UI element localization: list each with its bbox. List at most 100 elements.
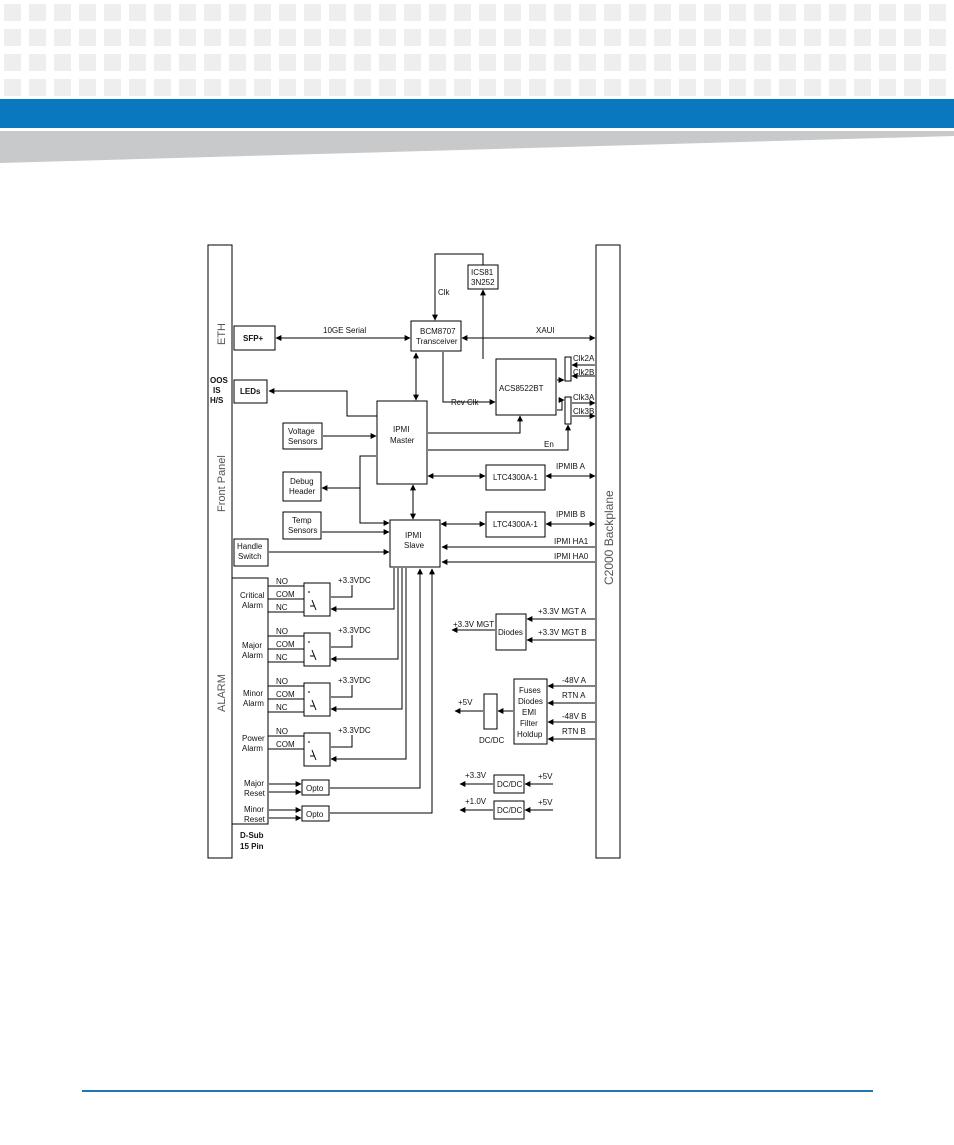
header-tile [479, 54, 496, 71]
header-tile [579, 4, 596, 21]
fuses-block [513, 678, 548, 745]
header-tile [454, 4, 471, 21]
label-minorreset-2: Reset [244, 815, 266, 824]
header-tile [679, 4, 696, 21]
header-tile [854, 29, 871, 46]
header-tile [804, 54, 821, 71]
header-tile [379, 54, 396, 71]
header-tile [779, 4, 796, 21]
label-clk3a: Clk3A [573, 393, 595, 402]
header-tile [179, 79, 196, 96]
label-diodes: Diodes [498, 628, 523, 637]
header-tile [754, 29, 771, 46]
label-dcdc-main: DC/DC [479, 736, 505, 745]
header-tile [354, 54, 371, 71]
header-tile [204, 54, 221, 71]
header-tile [579, 29, 596, 46]
label-5v-in-1: +5V [538, 772, 553, 781]
label-hs: H/S [210, 396, 224, 405]
header-tile [504, 29, 521, 46]
header-tile [404, 79, 421, 96]
header-tile [54, 79, 71, 96]
label-power-2: Alarm [242, 744, 263, 753]
header-tile [429, 54, 446, 71]
label-nc-2: NC [276, 653, 288, 662]
label-debug-1: Debug [290, 477, 314, 486]
header-tile [129, 54, 146, 71]
label-ha0: IPMI HA0 [554, 552, 589, 561]
sfp-block [233, 325, 276, 351]
header-tile [904, 29, 921, 46]
header-tile [304, 29, 321, 46]
header-tile [229, 4, 246, 21]
header-tile [254, 79, 271, 96]
label-fuses-5: Holdup [517, 730, 543, 739]
header-tile [279, 54, 296, 71]
label-minorreset-1: Minor [244, 805, 264, 814]
voltage-sensors-block [282, 422, 323, 450]
header-tile [504, 54, 521, 71]
label-rtnb: RTN B [562, 727, 586, 736]
header-tile [904, 4, 921, 21]
label-v33dc-1: +3.3VDC [338, 576, 371, 585]
label-33v: +3.3V [465, 771, 487, 780]
header-tile [879, 54, 896, 71]
header-tile [404, 29, 421, 46]
label-rcvclk: Rcv Clk [451, 398, 480, 407]
header-tile [529, 29, 546, 46]
header-tile [4, 54, 21, 71]
label-acs: ACS8522BT [499, 384, 544, 393]
header-tile [179, 4, 196, 21]
label-ipmib-a: IPMIB A [556, 462, 586, 471]
label-no-2: NO [276, 627, 288, 636]
header-tile [804, 79, 821, 96]
front-panel-bar [207, 244, 233, 859]
header-tile [154, 4, 171, 21]
label-temp-1: Temp [292, 516, 312, 525]
header-tile [429, 29, 446, 46]
header-tile [704, 54, 721, 71]
header-tile [779, 79, 796, 96]
label-v33dc-4: +3.3VDC [338, 726, 371, 735]
header-tile [929, 29, 946, 46]
label-critical-1: Critical [240, 591, 265, 600]
header-tile [129, 4, 146, 21]
label-majorreset-2: Reset [244, 789, 266, 798]
label-10v: +1.0V [465, 797, 487, 806]
header-tile [279, 4, 296, 21]
relay-major [303, 632, 331, 667]
debug-header-block [282, 471, 322, 502]
header-tile [104, 4, 121, 21]
label-com-1: COM [276, 590, 295, 599]
header-tile [579, 54, 596, 71]
header-tile [454, 29, 471, 46]
header-tile [4, 79, 21, 96]
dcdc-10-block [493, 800, 525, 820]
label-5v: +5V [458, 698, 473, 707]
label-com-3: COM [276, 690, 295, 699]
header-tile [729, 4, 746, 21]
header-tile [254, 54, 271, 71]
diodes-block [495, 613, 527, 651]
label-v33dc-2: +3.3VDC [338, 626, 371, 635]
label-nc-1: NC [276, 603, 288, 612]
acs-block [495, 358, 557, 416]
header-tile [879, 29, 896, 46]
header-tile [779, 54, 796, 71]
header-tile-pattern [4, 4, 946, 96]
label-com-2: COM [276, 640, 295, 649]
opto-minor-block [301, 805, 330, 822]
label-no-4: NO [276, 727, 288, 736]
header-tile [29, 54, 46, 71]
header-tile [829, 79, 846, 96]
header-tile [529, 79, 546, 96]
header-tile [629, 79, 646, 96]
label-critical-2: Alarm [242, 601, 263, 610]
ltc-a-block [485, 464, 546, 491]
header-tile [604, 4, 621, 21]
header-tile [79, 79, 96, 96]
header-tile [304, 4, 321, 21]
header-tile [329, 29, 346, 46]
header-tile [354, 29, 371, 46]
